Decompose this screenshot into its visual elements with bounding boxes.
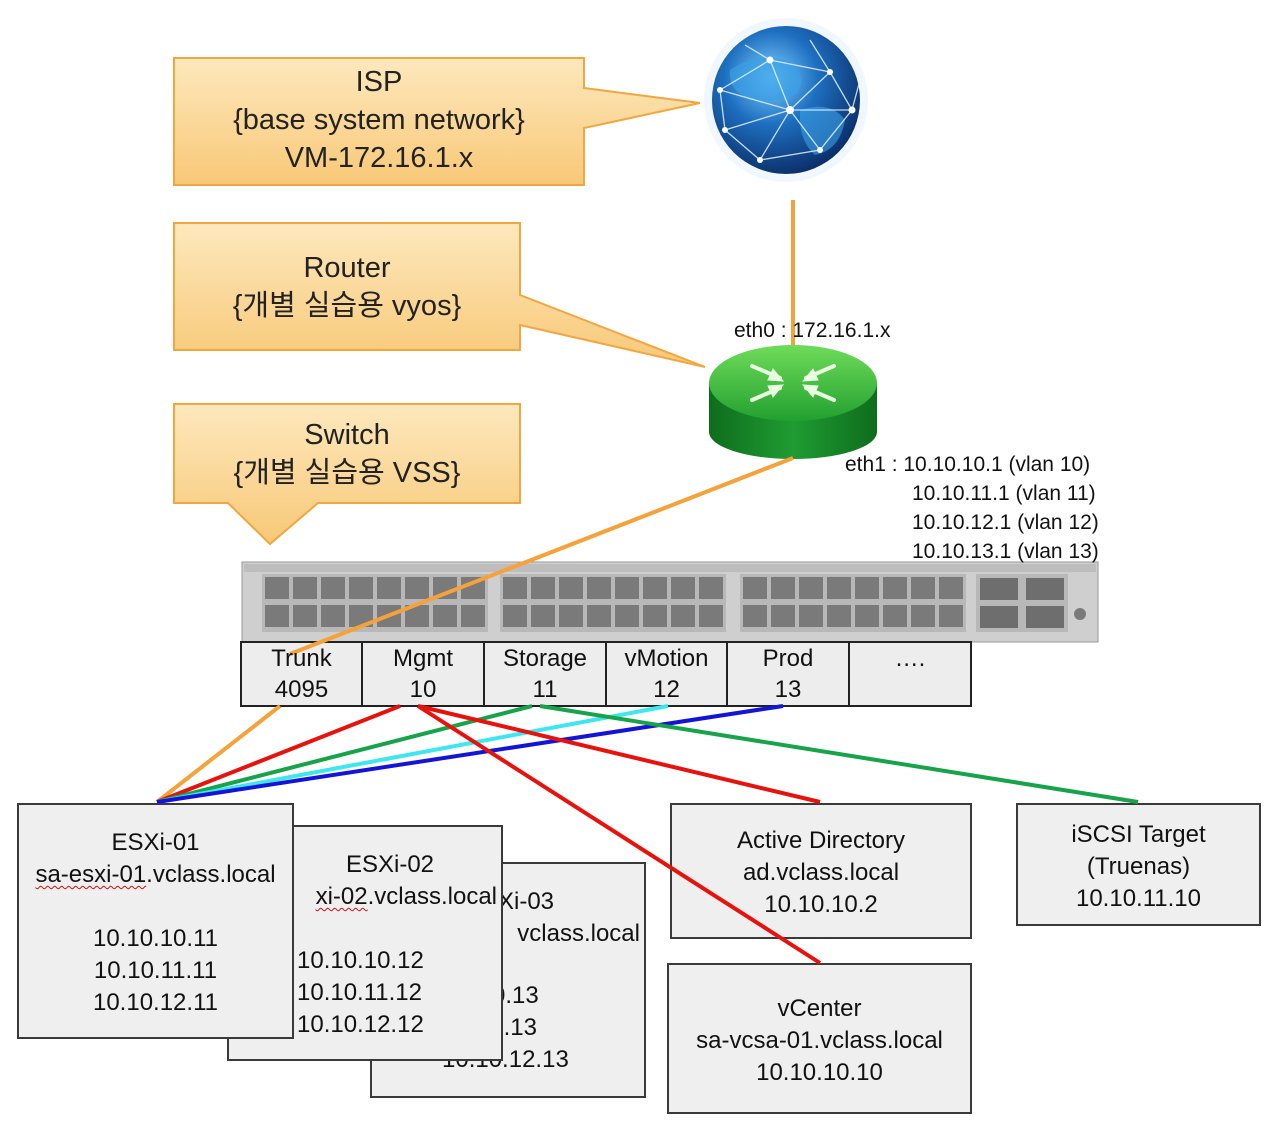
iscsi-target-box: iSCSI Target (Truenas) 10.10.11.10	[1016, 803, 1261, 926]
ad-fqdn: ad.vclass.local	[742, 859, 900, 886]
esxi-01-fqdn-domain: .vclass.local	[146, 861, 276, 888]
isp-callout-shape	[173, 57, 701, 186]
port-name: Mgmt	[393, 645, 453, 672]
switch-callout: Switch {개별 실습용 VSS}	[174, 416, 520, 492]
port-name: vMotion	[624, 645, 709, 672]
router-trunk-link	[289, 456, 794, 656]
router-icon	[709, 345, 877, 459]
active-directory-box: Active Directory ad.vclass.local 10.10.1…	[670, 803, 972, 939]
iscsi-title: iSCSI Target	[1071, 821, 1206, 848]
ad-title: Active Directory	[736, 827, 906, 854]
switch-port-group-1	[262, 574, 488, 632]
switch-port-group-2	[500, 574, 726, 632]
port-table-grid	[240, 641, 972, 707]
vcenter-title: vCenter	[777, 995, 862, 1022]
port-name: ….	[894, 645, 926, 672]
esxi-01-box: ESXi-01 sa-esxi-01.vclass.local 10.10.10…	[17, 803, 294, 1039]
router-callout: Router {개별 실습용 vyos}	[174, 249, 520, 325]
port-more: ….	[849, 643, 971, 674]
switch-uplink-ports	[976, 574, 1086, 632]
router-callout-subtitle: {개별 실습용 vyos}	[232, 290, 462, 322]
esxi-01-ip-3: 10.10.12.11	[92, 989, 218, 1016]
esxi-02-fqdn-host: xi-02	[315, 883, 368, 910]
router-eth1-vlan11: 10.10.11.1 (vlan 11)	[912, 482, 1096, 505]
esxi-02-ip-3: 10.10.12.12	[297, 1011, 424, 1038]
router-eth1-label: eth1 : 10.10.10.1 (vlan 10)	[845, 453, 1091, 476]
iscsi-ip: 10.10.11.10	[1075, 885, 1201, 912]
switch-callout-title: Switch	[304, 419, 390, 451]
router-callout-shape	[173, 222, 706, 368]
router-eth1-vlan13: 10.10.13.1 (vlan 13)	[912, 540, 1099, 563]
esxi-01-title: ESXi-01	[111, 829, 200, 856]
vcenter-fqdn: sa-vcsa-01.vclass.local	[696, 1027, 943, 1054]
esxi-01-fqdn: sa-esxi-01.vclass.local	[19, 859, 292, 891]
port-trunk: Trunk 4095	[241, 643, 362, 705]
esxi-01-ip-2: 10.10.11.11	[93, 957, 218, 984]
isp-callout-subtitle: {base system network}	[233, 104, 525, 136]
switch-callout-subtitle: {개별 실습용 VSS}	[233, 457, 461, 489]
port-prod: Prod 13	[727, 643, 849, 705]
port-vlan: 13	[774, 676, 802, 703]
router-eth0-label: eth0 : 172.16.1.x	[734, 319, 891, 342]
port-vlan: 11	[532, 676, 558, 703]
iscsi-subtitle: (Truenas)	[1086, 853, 1191, 880]
isp-callout-title: ISP	[355, 66, 403, 98]
port-storage: Storage 11	[484, 643, 606, 705]
esxi-02-fqdn-domain: .vclass.local	[367, 883, 497, 910]
esxi-01-fqdn-host: sa-esxi-01	[35, 861, 147, 888]
port-vmotion: vMotion 12	[606, 643, 727, 705]
router-eth1-vlan12: 10.10.12.1 (vlan 12)	[912, 511, 1099, 534]
port-name: Storage	[502, 645, 588, 672]
router-callout-title: Router	[303, 252, 391, 284]
isp-callout: ISP {base system network} VM-172.16.1.x	[174, 63, 584, 177]
esxi-02-ip-2: 10.10.11.12	[297, 979, 423, 1006]
port-name: Prod	[762, 645, 814, 672]
port-vlan: 12	[653, 676, 680, 703]
vcenter-box: vCenter sa-vcsa-01.vclass.local 10.10.10…	[667, 963, 972, 1114]
ad-ip: 10.10.10.2	[764, 891, 878, 918]
esxi-01-ip-1: 10.10.10.11	[92, 925, 218, 952]
port-vlan: 4095	[274, 676, 329, 703]
switch-chassis	[241, 561, 1099, 643]
vcenter-ip: 10.10.10.10	[756, 1059, 883, 1086]
esxi-02-ip-1: 10.10.10.12	[297, 947, 424, 974]
esxi-02-fqdn: xi-02.vclass.local	[316, 881, 497, 913]
esxi-03-fqdn: vclass.local	[517, 920, 640, 947]
port-vlan: 10	[409, 676, 437, 703]
globe-icon	[704, 18, 868, 182]
port-mgmt: Mgmt 10	[362, 643, 484, 705]
isp-callout-network: VM-172.16.1.x	[284, 142, 474, 174]
switch-port-group-3	[740, 574, 966, 632]
port-name: Trunk	[271, 645, 332, 672]
switch-callout-shape	[173, 403, 521, 546]
